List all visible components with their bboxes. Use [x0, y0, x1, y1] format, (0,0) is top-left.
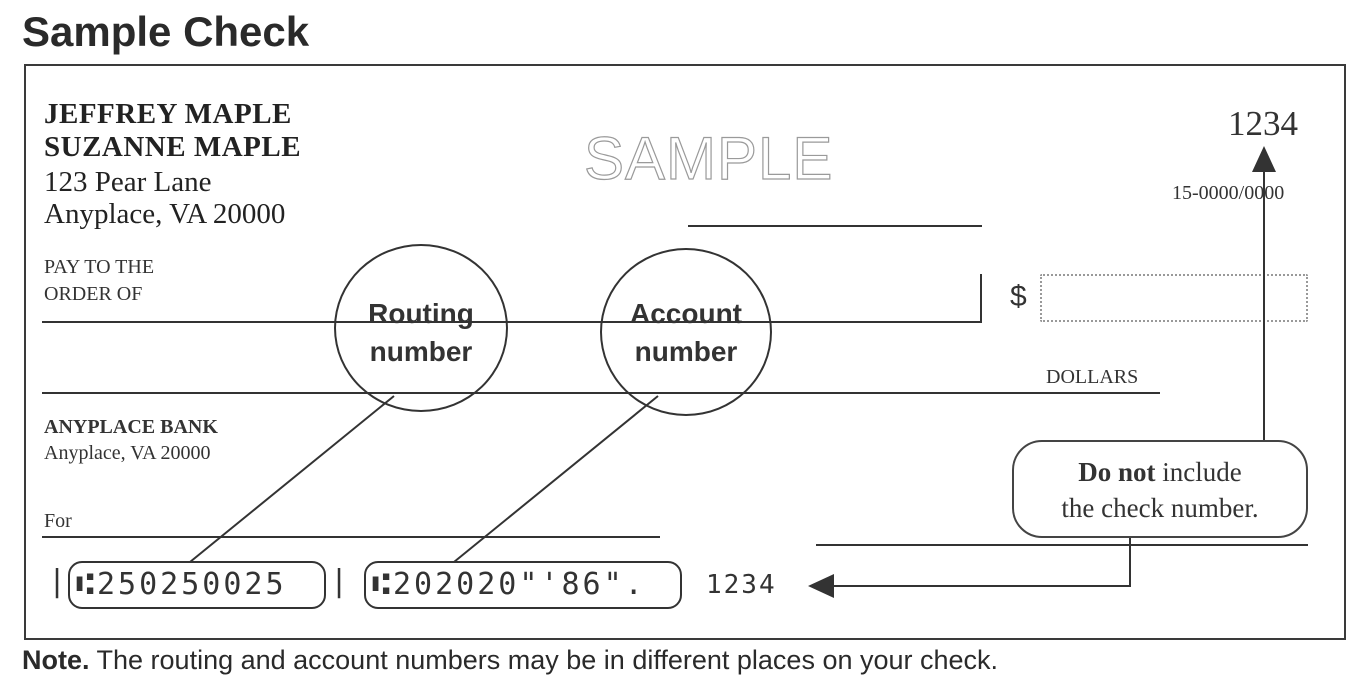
payer-address-line-2: Anyplace, VA 20000: [44, 198, 286, 230]
pay-to-label-line-2: ORDER OF: [44, 283, 143, 305]
pay-to-label-line-1: PAY TO THE: [44, 256, 155, 278]
routing-pointer-line: [189, 395, 395, 563]
sample-check: [24, 64, 1346, 640]
written-amount-line: [42, 392, 1160, 394]
callout-bold-text: Do not: [1078, 457, 1156, 487]
account-number-box: [364, 561, 682, 609]
memo-line: [42, 536, 660, 538]
payee-line-end: [980, 274, 982, 323]
dollars-label: DOLLARS: [1046, 366, 1139, 388]
micr-routing-prefix: |: [48, 564, 70, 599]
page-title: Sample Check: [22, 8, 310, 55]
micr-account-number: ⑆202020"'86".: [372, 567, 646, 602]
check-number: 1234: [1228, 104, 1298, 143]
micr-check-number: 1234: [706, 570, 777, 600]
sample-watermark: SAMPLE: [583, 124, 834, 192]
account-circle: [600, 248, 772, 416]
account-label-line-2: number: [634, 336, 738, 367]
signature-line: [816, 544, 1308, 546]
routing-label: Routing number: [334, 295, 508, 371]
account-label-line-1: Account: [630, 298, 742, 329]
bank-address: Anyplace, VA 20000: [44, 442, 211, 464]
amount-box: [1040, 274, 1308, 322]
payer-address-line-1: 123 Pear Lane: [44, 166, 212, 198]
micr-routing-number: ⑆250250025: [76, 567, 287, 602]
callout-line-2: the check number.: [1061, 493, 1259, 523]
micr-routing-suffix: |: [330, 564, 352, 599]
account-label: Account number: [600, 295, 772, 371]
dollar-sign: $: [1010, 280, 1027, 313]
callout-rest-text: include: [1155, 457, 1242, 487]
left-arrow-head: [808, 574, 834, 598]
account-pointer-line: [453, 395, 659, 563]
routing-label-line-1: Routing: [368, 298, 474, 329]
payer-name-1: JEFFREY MAPLE: [44, 98, 292, 130]
routing-circle: [334, 244, 508, 412]
micr-check-number-pointer-line: [832, 538, 1131, 587]
footnote-label: Note.: [22, 645, 90, 675]
footnote-text: The routing and account numbers may be i…: [89, 645, 999, 675]
callout-line-1: Do not include: [1014, 454, 1306, 490]
up-arrow-head: [1252, 146, 1276, 172]
fraction-code: 15-0000/0000: [1172, 182, 1285, 204]
check-number-callout: Do not include the check number.: [1012, 440, 1308, 538]
payee-line: [42, 321, 982, 323]
date-line: [688, 225, 982, 227]
bank-name: ANYPLACE BANK: [44, 416, 218, 438]
memo-label: For: [44, 510, 72, 532]
footnote: Note. The routing and account numbers ma…: [22, 645, 998, 676]
routing-number-box: [68, 561, 326, 609]
payer-name-2: SUZANNE MAPLE: [44, 131, 302, 163]
routing-label-line-2: number: [369, 336, 473, 367]
